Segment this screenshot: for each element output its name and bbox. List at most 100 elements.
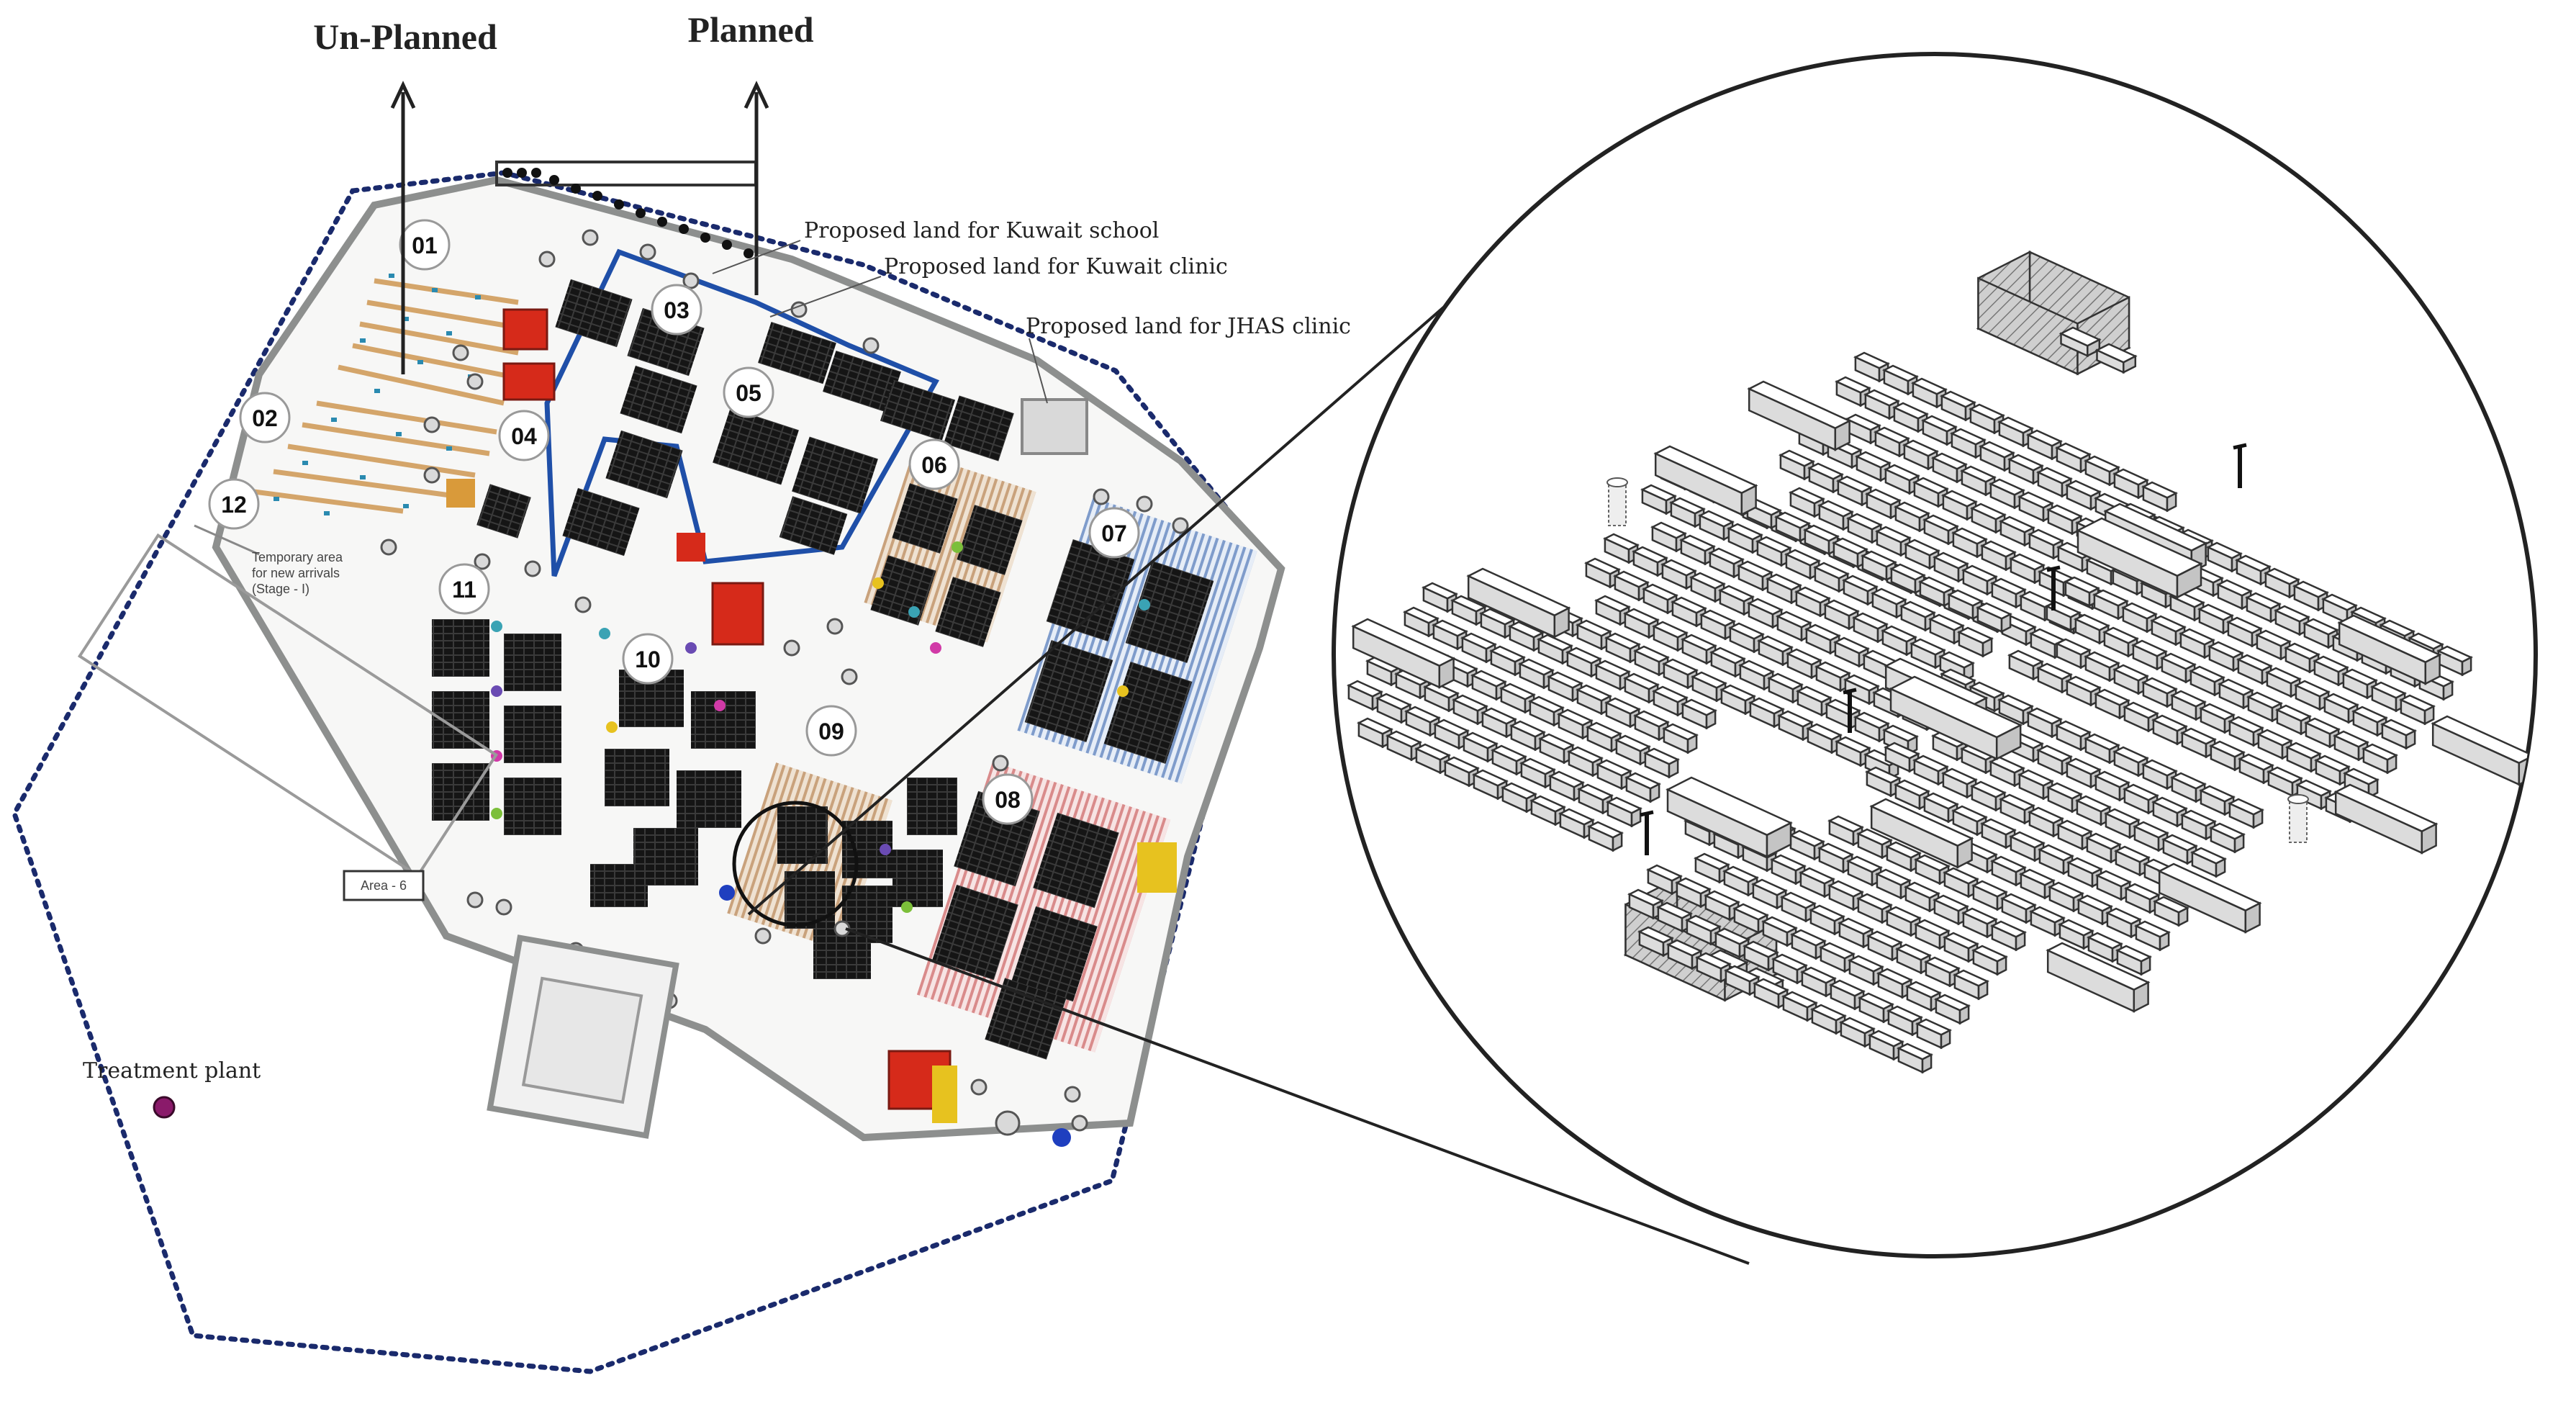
zoom-connectors: [747, 243, 1750, 1265]
northwest-grid-shelter-111: [1632, 546, 1668, 577]
central-south-grid-shelter-370: [2087, 932, 2123, 963]
southwest-grid-shelter-411: [1848, 955, 1884, 986]
southwest-grid-shelter-435: [1897, 1042, 1933, 1074]
north-grid-shelter-48: [1922, 514, 1959, 546]
water-tower-1: [1606, 477, 1628, 526]
northwest-grid-shelter-113: [1689, 572, 1726, 603]
zone-09-label: 09: [805, 705, 857, 757]
zone-07-label: 07: [1088, 507, 1140, 559]
central-south-grid-shelter-355: [1990, 855, 2027, 887]
svg-text:02: 02: [252, 405, 278, 431]
southwest-grid-shelter-425: [1915, 1018, 1952, 1050]
west-grid-shelter-193: [1567, 746, 1604, 778]
facility-buildings: [446, 308, 1177, 1123]
central-south-grid-shelter-367: [2000, 893, 2037, 924]
svg-text:05: 05: [736, 380, 761, 406]
central-south-grid-shelter-328: [2190, 847, 2227, 878]
long-block-12: [2046, 942, 2151, 1013]
long-block-8: [2337, 614, 2442, 685]
west-grid-shelter-163: [1594, 659, 1631, 691]
svg-text:09: 09: [818, 718, 844, 744]
northwest-grid-shelter-138: [1709, 647, 1746, 678]
southwest-grid-shelter-381: [1961, 907, 1998, 939]
southwest-grid-shelter-420: [1771, 953, 1808, 985]
northwest-grid-shelter-79: [1774, 511, 1811, 543]
east-grid-shelter-249: [2399, 694, 2436, 726]
northwest-grid-shelter-89: [1698, 510, 1735, 541]
east-grid-shelter-277: [2141, 677, 2178, 708]
north-grid-shelter-18: [2036, 467, 2073, 498]
central-south-grid-shelter-368: [2029, 906, 2066, 937]
west-grid-shelter-208: [1414, 743, 1451, 775]
svg-text:11: 11: [452, 577, 476, 603]
southwest-grid-shelter-414: [1934, 994, 1971, 1025]
east-grid-shelter-278: [2170, 690, 2207, 721]
slab-east: [2076, 517, 2203, 599]
north-grid-shelter-16: [1979, 441, 2015, 472]
east-grid-shelter-295: [2295, 779, 2332, 811]
north-grid-shelter-17: [2007, 454, 2044, 485]
central-south-grid-shelter-350: [2153, 896, 2189, 927]
jhas-clinic-note: Proposed land for JHAS clinic: [1026, 314, 1351, 404]
planned-heading: Planned: [687, 9, 814, 295]
long-block-1: [1747, 380, 1852, 451]
svg-text:Proposed land for Kuwait schoo: Proposed land for Kuwait school: [804, 218, 1159, 243]
unplanned-heading: Un-Planned: [313, 17, 497, 374]
central-south-grid-shelter-304: [2141, 759, 2178, 790]
camp-boundary: [12, 170, 1270, 1374]
southwest-grid-shelter-377: [1846, 855, 1883, 887]
zone-04-label: 04: [498, 410, 550, 461]
west-grid-shelter-213: [1558, 808, 1595, 839]
svg-text:for new arrivals: for new arrivals: [252, 566, 340, 580]
temporary-area-note: Temporary area for new arrivals (Stage -…: [194, 524, 343, 596]
east-grid-shelter-246: [2313, 655, 2349, 687]
northwest-grid-shelter-134: [1594, 595, 1631, 626]
north-grid-shelter-12: [1863, 389, 1900, 420]
zone-06-label: 06: [908, 438, 960, 490]
northwest-grid-shelter-130: [1815, 661, 1851, 693]
north-grid-shelter-56: [1846, 513, 1883, 544]
west-grid-shelter-214: [1587, 821, 1624, 852]
treatment-plant-label: Treatment plant: [83, 1058, 261, 1084]
east-grid-shelter-285: [2007, 649, 2044, 681]
northwest-grid-shelter-93: [1813, 562, 1850, 593]
north-grid-shelter-10: [2141, 481, 2178, 513]
north-grid-shelter-36: [1912, 477, 1949, 508]
central-south-grid-shelter-322: [2017, 769, 2054, 801]
west-grid-shelter-162: [1565, 647, 1602, 678]
central-south-grid-shelter-307: [2228, 798, 2264, 829]
central-south-grid-shelter-306: [2199, 785, 2236, 816]
central-south-grid-shelter-365: [1943, 867, 1979, 898]
northwest-grid-shelter-92: [1784, 549, 1821, 580]
jhas-clinic-plot: [1021, 398, 1088, 455]
svg-text:07: 07: [1101, 521, 1127, 546]
central-south-grid-shelter-341: [1894, 779, 1930, 811]
facility-markers: [491, 541, 1150, 1147]
southwest-grid-shelter-417: [1685, 914, 1722, 946]
zone-05-label: 05: [723, 366, 774, 418]
slab-west: [1666, 776, 1793, 858]
southwest-grid-shelter-380: [1933, 894, 1969, 926]
svg-text:06: 06: [921, 452, 947, 478]
central-south-grid-shelter-331: [1941, 767, 1978, 799]
west-grid-shelter-200: [1462, 731, 1499, 763]
east-grid-shelter-263: [2074, 613, 2110, 645]
northwest-grid-shelter-125: [1671, 596, 1707, 628]
northwest-grid-shelter-98: [1957, 626, 1994, 658]
shelter-blocks-east: [864, 451, 1257, 784]
entrance-gate: [495, 161, 757, 258]
svg-text:01: 01: [412, 233, 438, 258]
east-grid-shelter-254: [2179, 628, 2215, 659]
treatment-plant-marker: [153, 1096, 176, 1119]
northwest-grid-shelter-110: [1603, 533, 1640, 564]
central-south-grid-shelter-301: [2055, 720, 2092, 752]
southwest-grid-shelter-427: [1666, 939, 1703, 970]
central-south-grid-shelter-337: [2114, 845, 2151, 877]
central-south-grid-shelter-362: [1856, 828, 1893, 860]
long-block-10: [2333, 783, 2439, 855]
west-grid-shelter-185: [1643, 747, 1680, 779]
west-grid-shelter-205: [1606, 796, 1642, 828]
east-grid-shelter-226: [2436, 645, 2473, 677]
svg-text:03: 03: [664, 297, 690, 323]
